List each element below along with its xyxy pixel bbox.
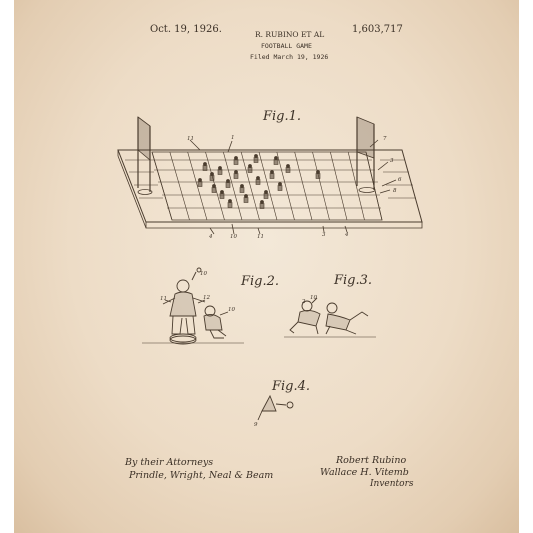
player-head bbox=[234, 170, 238, 174]
player-body bbox=[217, 169, 223, 175]
svg-text:11: 11 bbox=[257, 234, 264, 240]
yard-line bbox=[294, 151, 313, 221]
player-body bbox=[285, 167, 291, 173]
fig2-label: Fig.2. bbox=[241, 274, 280, 289]
football-field-drawing bbox=[117, 116, 423, 235]
attorneys-firm-signature: Prindle, Wright, Neal & Beam bbox=[129, 470, 274, 481]
svg-text:10: 10 bbox=[200, 271, 207, 277]
svg-text:8: 8 bbox=[393, 188, 397, 194]
player-body bbox=[225, 182, 231, 188]
fig3-tackle-drawing bbox=[289, 297, 369, 335]
yard-line bbox=[258, 151, 278, 221]
yard-line bbox=[312, 151, 330, 221]
player-head bbox=[278, 182, 282, 186]
player-head bbox=[316, 170, 320, 174]
player-body bbox=[197, 181, 203, 187]
patent-date: Oct. 19, 1926. bbox=[150, 24, 222, 35]
player-body bbox=[263, 193, 269, 199]
player-head bbox=[240, 184, 244, 188]
fig3-label: Fig.3. bbox=[334, 273, 373, 288]
player-head bbox=[220, 190, 224, 194]
svg-text:3: 3 bbox=[322, 232, 326, 238]
inventor-signature-2: Wallace H. Vitemb bbox=[320, 467, 409, 478]
player-head bbox=[212, 184, 216, 188]
patent-number: 1,603,717 bbox=[352, 24, 403, 35]
player-body bbox=[253, 157, 259, 163]
player-head bbox=[244, 194, 248, 198]
patent-sheet: Oct. 19, 1926. R. RUBINO ET AL 1,603,717… bbox=[14, 0, 519, 533]
inventor-signature-1: Robert Rubino bbox=[336, 455, 407, 466]
svg-text:4: 4 bbox=[208, 234, 213, 240]
svg-text:11: 11 bbox=[187, 136, 194, 142]
player-head bbox=[260, 200, 264, 204]
player-head bbox=[226, 179, 230, 183]
player-head bbox=[264, 190, 268, 194]
yard-line bbox=[240, 151, 260, 221]
svg-text:12: 12 bbox=[203, 295, 210, 301]
yard-line bbox=[187, 151, 208, 221]
player-body bbox=[239, 187, 245, 193]
yard-line bbox=[276, 151, 295, 221]
player-head bbox=[234, 156, 238, 160]
fig2-reference-numerals: 11 10 12 10 bbox=[160, 271, 235, 313]
player-body bbox=[211, 187, 217, 193]
fig3-reference-numerals: 10 2 bbox=[301, 295, 317, 305]
player-head bbox=[286, 164, 290, 168]
player-head bbox=[198, 178, 202, 182]
fig1-reference-numerals: 11 1 7 3 6 8 4 10 11 3 4 bbox=[187, 135, 402, 240]
player-body bbox=[243, 197, 249, 203]
player-body bbox=[209, 175, 215, 181]
player-head bbox=[254, 154, 258, 158]
fig2-player-tackle-drawing bbox=[162, 267, 229, 345]
player-body bbox=[315, 173, 321, 179]
svg-text:3: 3 bbox=[390, 158, 394, 164]
player-body bbox=[273, 159, 279, 165]
svg-text:6: 6 bbox=[398, 177, 402, 183]
svg-text:1: 1 bbox=[231, 135, 235, 141]
player-head bbox=[274, 156, 278, 160]
player-body bbox=[269, 173, 275, 179]
fig4-label: Fig.4. bbox=[272, 379, 311, 394]
inventors-label: Inventors bbox=[370, 479, 414, 489]
svg-text:10: 10 bbox=[230, 234, 237, 240]
player-head bbox=[256, 176, 260, 180]
svg-text:9: 9 bbox=[254, 422, 258, 428]
inventor-header: R. RUBINO ET AL bbox=[255, 30, 325, 39]
patent-title: FOOTBALL GAME bbox=[261, 42, 312, 50]
svg-text:7: 7 bbox=[383, 136, 387, 142]
filed-date: Filed March 19, 1926 bbox=[250, 53, 329, 61]
fig4-reference-numerals: 9 bbox=[254, 422, 258, 428]
yard-line bbox=[330, 151, 348, 221]
player-body bbox=[259, 203, 265, 209]
yard-line bbox=[223, 151, 243, 221]
player-body bbox=[277, 185, 283, 191]
player-body bbox=[202, 165, 208, 171]
fig4-part-drawing bbox=[257, 394, 294, 421]
player-head bbox=[218, 166, 222, 170]
player-head bbox=[248, 164, 252, 168]
player-body bbox=[255, 179, 261, 185]
fig1-label: Fig.1. bbox=[263, 109, 302, 124]
player-head bbox=[270, 170, 274, 174]
player-head bbox=[210, 172, 214, 176]
yard-line bbox=[169, 151, 190, 221]
svg-text:4: 4 bbox=[344, 232, 349, 238]
svg-text:11: 11 bbox=[160, 296, 167, 302]
svg-text:2: 2 bbox=[301, 299, 306, 305]
svg-text:10: 10 bbox=[310, 295, 317, 301]
yard-line bbox=[151, 151, 173, 221]
attorneys-signature-line: By their Attorneys bbox=[125, 457, 214, 468]
player-body bbox=[227, 202, 233, 208]
player-body bbox=[247, 167, 253, 173]
player-head bbox=[203, 162, 207, 166]
football-players-cluster bbox=[197, 154, 321, 209]
player-body bbox=[233, 159, 239, 165]
player-head bbox=[228, 199, 232, 203]
player-body bbox=[219, 193, 225, 199]
player-body bbox=[233, 173, 239, 179]
svg-text:10: 10 bbox=[228, 307, 235, 313]
yard-line bbox=[347, 151, 365, 221]
